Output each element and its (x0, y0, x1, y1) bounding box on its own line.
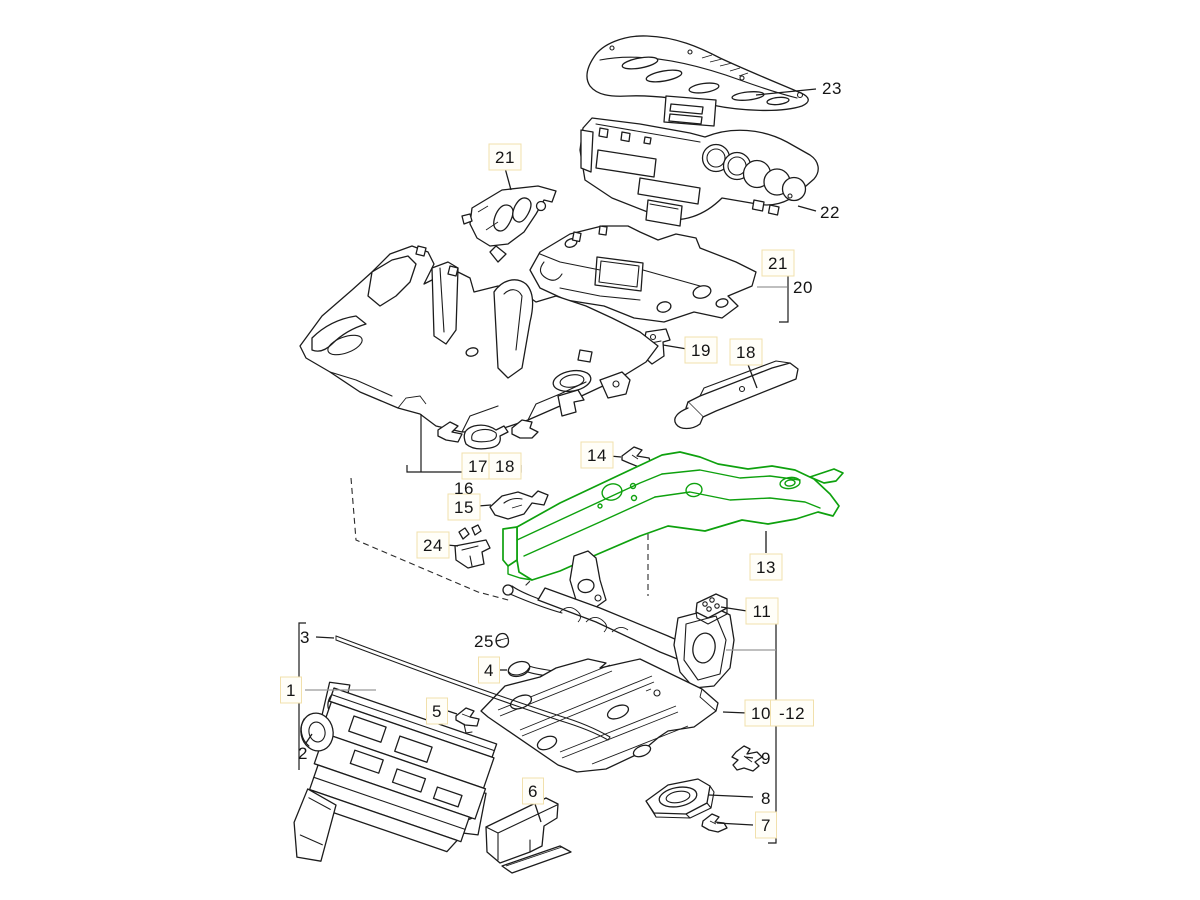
label-leader-line (662, 344, 688, 350)
part-label-18[interactable]: 18 (736, 343, 756, 362)
label-highlight-box (416, 531, 450, 559)
part-label-21[interactable]: 21 (768, 254, 788, 273)
label-highlight-box (770, 699, 814, 727)
group-bracket-line (298, 622, 306, 770)
part-label-2[interactable]: 2 (298, 744, 308, 763)
part-7-clip[interactable] (701, 813, 728, 833)
label-leader-line (305, 733, 313, 744)
label-highlight-box (580, 441, 614, 469)
part-5-clip[interactable] (455, 707, 480, 734)
part-24-clip[interactable] (454, 524, 491, 569)
part-label-22[interactable]: 22 (820, 203, 840, 222)
part-label-5[interactable]: 5 (432, 702, 442, 721)
label-highlight-box (729, 338, 763, 366)
part-label-1[interactable]: 1 (286, 681, 296, 700)
front-structure-assembly[interactable] (299, 245, 659, 433)
part-25-grommet[interactable] (495, 632, 510, 648)
part-label-24[interactable]: 24 (423, 536, 443, 555)
label-leader-line (708, 794, 754, 798)
part-label-14[interactable]: 14 (587, 446, 607, 465)
part-label-21[interactable]: 21 (495, 148, 515, 167)
label-highlight-box (684, 336, 718, 364)
part-4-plug[interactable] (506, 659, 531, 679)
label-leader-line (744, 756, 754, 759)
part-label-17[interactable]: 17 (468, 457, 488, 476)
label-highlight-box (488, 143, 522, 171)
label-leader-line (504, 167, 512, 191)
part-2-gasket[interactable] (297, 710, 336, 754)
part-label-8[interactable]: 8 (761, 789, 771, 808)
part-label-16[interactable]: 16 (454, 479, 474, 498)
part-3-seal-strip[interactable] (335, 635, 611, 741)
part-9-clip[interactable] (731, 745, 763, 772)
part-label-12[interactable]: -12 (779, 704, 805, 723)
label-highlight-box (755, 811, 777, 839)
label-highlight-box (749, 553, 783, 581)
part-15-clip[interactable] (489, 490, 549, 520)
part-label-11[interactable]: 11 (753, 602, 772, 621)
label-highlight-box (447, 493, 481, 521)
part-1-front-panel[interactable] (272, 678, 510, 900)
part-18-rail[interactable] (674, 360, 799, 430)
label-highlight-box (488, 452, 522, 480)
label-leader-line (716, 822, 754, 826)
label-leader-line (797, 205, 817, 212)
label-highlight-box (478, 656, 500, 684)
label-leader-line (722, 711, 748, 714)
part-22-dash-panel[interactable] (579, 117, 819, 227)
part-label-6[interactable]: 6 (528, 782, 538, 801)
part-label-15[interactable]: 15 (454, 498, 474, 517)
label-highlight-box (761, 249, 795, 277)
label-highlight-box (280, 676, 302, 704)
part-8-frame[interactable] (645, 778, 715, 819)
part-label-10[interactable]: 10 (751, 704, 771, 723)
part-13-side-member-highlighted[interactable] (502, 451, 844, 581)
label-leader-line (447, 710, 458, 715)
label-leader-line (720, 606, 748, 612)
label-leader-line (495, 639, 502, 642)
part-21-bracket[interactable] (461, 185, 557, 263)
part-label-19[interactable]: 19 (691, 341, 711, 360)
part-label-23[interactable]: 23 (822, 79, 842, 98)
leader-lines-layer (305, 88, 817, 826)
part-label-25[interactable]: 25 (474, 632, 494, 651)
part-label-7[interactable]: 7 (761, 816, 771, 835)
part-label-20[interactable]: 20 (793, 278, 813, 297)
label-highlight-box (426, 697, 448, 725)
part-label-18[interactable]: 18 (495, 457, 515, 476)
part-label-4[interactable]: 4 (484, 661, 494, 680)
part-23-dash-top-cover[interactable] (586, 35, 809, 127)
part-label-3[interactable]: 3 (300, 628, 310, 647)
label-leader-line (315, 636, 335, 639)
part-label-9[interactable]: 9 (761, 749, 771, 768)
label-leader-line (746, 361, 758, 389)
label-leader-line (755, 88, 817, 96)
part-17-18-clips[interactable] (437, 419, 539, 450)
label-highlight-box (522, 777, 544, 805)
part-20-cowl-assembly[interactable] (529, 225, 757, 323)
part-6-sill[interactable] (485, 797, 572, 874)
part-10-floor-pan[interactable] (480, 658, 719, 773)
label-highlight-box (745, 597, 779, 625)
part-label-13[interactable]: 13 (756, 558, 776, 577)
alignment-dash-line (350, 477, 513, 602)
